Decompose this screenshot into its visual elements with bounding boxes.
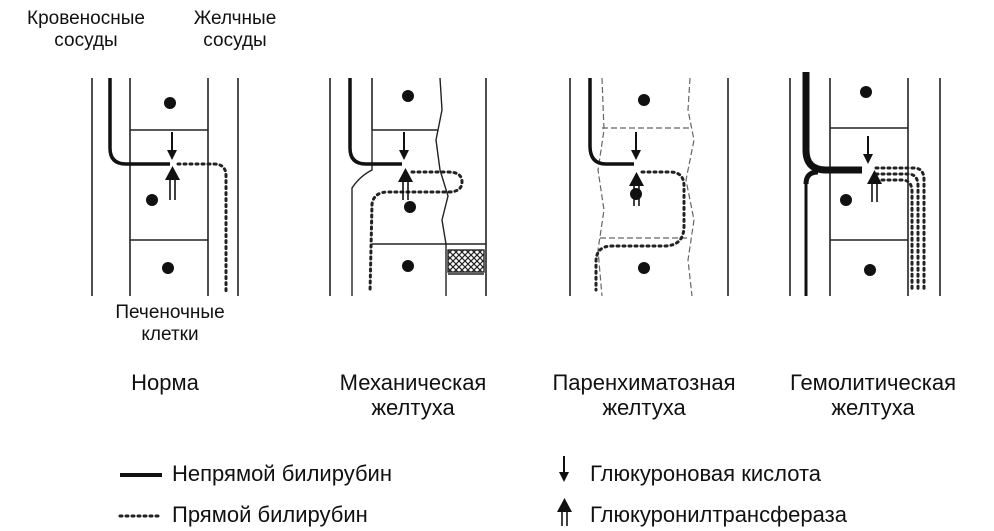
indirect-bilirubin-path <box>802 72 862 174</box>
nucleus <box>630 188 642 200</box>
direct-bilirubin-path <box>176 162 228 294</box>
label-liver-cells: Печеночные клетки <box>90 302 250 346</box>
legend-indirect-label: Непрямой билирубин <box>172 461 392 486</box>
direct-bilirubin-path <box>874 166 926 294</box>
indirect-bilirubin-path <box>588 78 634 166</box>
nucleus <box>638 94 650 106</box>
legend-transferase-label: Глюкуронилтрансфераза <box>590 502 847 527</box>
nucleus <box>840 194 852 206</box>
nucleus <box>638 262 650 274</box>
panel-mechanical <box>329 77 487 296</box>
direct-bilirubin-path <box>368 170 464 294</box>
indirect-bilirubin-path <box>108 78 170 166</box>
caption-line: Паренхиматозная <box>552 370 736 395</box>
caption-line: Механическая <box>339 370 487 395</box>
bile-duct-obstruction <box>447 249 485 273</box>
label-bile-ducts: Желчные сосуды <box>180 8 290 52</box>
nucleus <box>402 260 414 272</box>
legend-icons <box>118 456 572 526</box>
nucleus <box>404 201 416 213</box>
nucleus <box>864 264 876 276</box>
label-line: Печеночные <box>115 302 225 323</box>
caption-line: Гемолитическая <box>790 370 956 395</box>
nucleus <box>402 90 414 102</box>
panel-hemolytic <box>789 72 941 296</box>
caption-line: желтуха <box>831 395 915 421</box>
panel-norm <box>91 78 239 296</box>
caption-mechanical: Механическая желтуха <box>318 370 508 421</box>
panel-parenchymal <box>569 77 729 297</box>
nucleus <box>162 262 174 274</box>
caption-parenchymal: Паренхиматозная желтуха <box>526 370 762 421</box>
direct-bilirubin-path <box>594 170 686 292</box>
nucleus <box>164 97 176 109</box>
legend-direct-label: Прямой билирубин <box>172 502 368 527</box>
caption-line: желтуха <box>371 395 455 421</box>
label-line: Кровеносные <box>27 8 145 29</box>
nucleus <box>146 194 158 206</box>
caption-hemolytic: Гемолитическая желтуха <box>762 370 984 421</box>
nucleus <box>860 86 872 98</box>
label-line: клетки <box>141 323 199 345</box>
caption-norm: Норма <box>95 370 235 395</box>
legend-glucuronic-label: Глюкуроновая кислота <box>590 461 822 486</box>
caption-line: желтуха <box>602 395 686 421</box>
label-line: сосуды <box>203 29 267 51</box>
label-blood-vessels: Кровеносные сосуды <box>6 8 166 52</box>
caption-line: Норма <box>131 370 199 395</box>
label-line: сосуды <box>54 29 118 51</box>
label-line: Желчные <box>193 8 277 29</box>
indirect-bilirubin-path <box>348 78 402 166</box>
